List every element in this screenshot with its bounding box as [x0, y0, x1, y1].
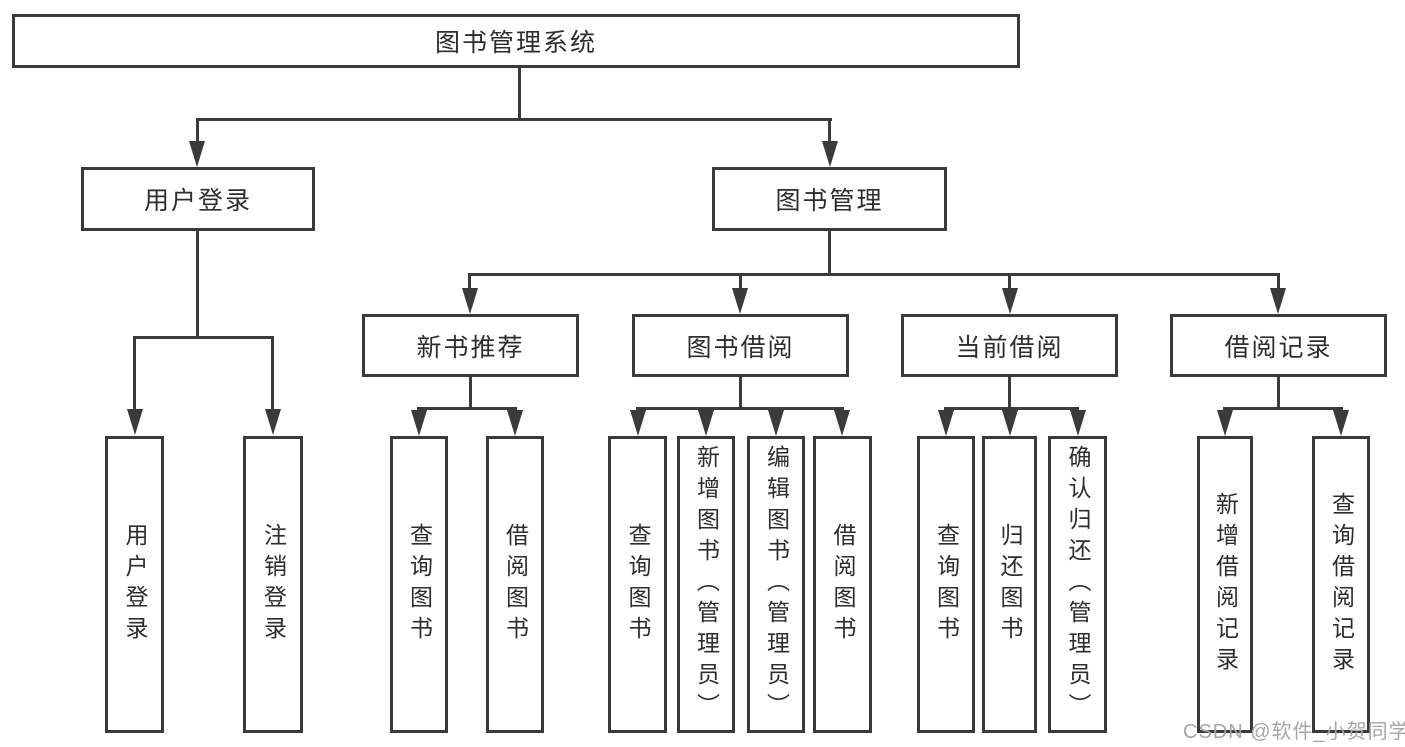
connector-line — [133, 339, 136, 409]
node-label: 图书管理系统 — [434, 29, 597, 57]
arrow-down-icon — [1002, 288, 1018, 314]
node-label: 新书推荐 — [416, 333, 525, 362]
node-label: 编辑图书（管理员） — [763, 445, 790, 724]
arrow-down-icon — [822, 141, 838, 167]
connector-line — [518, 68, 521, 118]
connector-line — [196, 121, 199, 141]
arrow-down-icon — [834, 410, 850, 436]
node-borrow-records: 借阅记录 — [1170, 314, 1387, 377]
leaf-confirm-return-admin: 确认归还（管理员） — [1048, 436, 1107, 733]
node-label: 借阅记录 — [1224, 333, 1333, 362]
node-label: 归还图书 — [997, 522, 1023, 647]
connector-line — [739, 377, 742, 407]
node-label: 注销登录 — [260, 522, 287, 647]
connector-line — [1008, 276, 1011, 288]
arrow-down-icon — [768, 410, 784, 436]
arrow-down-icon — [698, 410, 714, 436]
connector-line — [196, 231, 199, 336]
leaf-query-books-borrow: 查询图书 — [608, 436, 667, 733]
arrow-down-icon — [732, 288, 748, 314]
connector-line — [828, 231, 831, 273]
connector-line — [944, 407, 1079, 410]
connector-line — [468, 273, 1280, 276]
connector-line — [417, 407, 517, 410]
leaf-add-borrow-record: 新增借阅记录 — [1197, 436, 1253, 733]
node-book-borrow: 图书借阅 — [632, 314, 849, 377]
node-new-book-recommend: 新书推荐 — [362, 314, 579, 377]
arrow-down-icon — [189, 141, 205, 167]
node-label: 确认归还（管理员） — [1065, 445, 1091, 724]
node-label: 查询借阅记录 — [1328, 491, 1355, 678]
connector-line — [196, 118, 832, 121]
arrow-down-icon — [507, 410, 523, 436]
leaf-query-books-recommend: 查询图书 — [390, 436, 448, 733]
arrow-down-icon — [630, 410, 646, 436]
node-label: 借阅图书 — [502, 522, 529, 647]
leaf-return-book: 归还图书 — [982, 436, 1037, 733]
connector-line — [828, 121, 831, 141]
leaf-borrow-books-recommend: 借阅图书 — [486, 436, 544, 733]
leaf-add-book-admin: 新增图书（管理员） — [677, 436, 735, 733]
node-label: 当前借阅 — [955, 333, 1064, 362]
node-user-login-group: 用户登录 — [81, 167, 315, 231]
node-label: 新增图书（管理员） — [693, 445, 720, 724]
connector-line — [1223, 407, 1343, 410]
arrow-down-icon — [411, 410, 427, 436]
connector-line — [739, 276, 742, 288]
node-library-system: 图书管理系统 — [12, 14, 1020, 68]
arrow-down-icon — [1002, 410, 1018, 436]
watermark: CSDN @软件_小贺同学 — [1183, 721, 1405, 743]
arrow-down-icon — [1270, 288, 1286, 314]
connector-line — [469, 377, 472, 407]
connector-line — [468, 276, 471, 288]
connector-line — [1277, 377, 1280, 407]
connector-line — [1008, 377, 1011, 407]
leaf-user-login: 用户登录 — [105, 436, 164, 733]
node-label: 查询图书 — [933, 522, 960, 647]
node-label: 图书管理 — [775, 187, 884, 215]
node-label: 查询图书 — [625, 522, 651, 647]
node-label: 图书借阅 — [686, 333, 795, 362]
node-label: 查询图书 — [406, 522, 433, 647]
arrow-down-icon — [1333, 410, 1349, 436]
node-label: 用户登录 — [122, 522, 148, 647]
arrow-down-icon — [1217, 410, 1233, 436]
arrow-down-icon — [1070, 410, 1086, 436]
leaf-query-books-current: 查询图书 — [917, 436, 975, 733]
arrow-down-icon — [127, 409, 143, 435]
node-current-borrow: 当前借阅 — [901, 314, 1118, 377]
connector-line — [1277, 276, 1280, 288]
leaf-logout: 注销登录 — [243, 436, 303, 733]
leaf-borrow-books: 借阅图书 — [813, 436, 872, 733]
connector-line — [271, 339, 274, 409]
node-label: 借阅图书 — [830, 522, 856, 647]
connector-line — [133, 336, 274, 339]
connector-line — [636, 407, 844, 410]
node-book-management: 图书管理 — [712, 167, 947, 231]
arrow-down-icon — [462, 288, 478, 314]
node-label: 用户登录 — [143, 187, 252, 215]
node-label: 新增借阅记录 — [1212, 491, 1239, 678]
leaf-query-borrow-record: 查询借阅记录 — [1312, 436, 1370, 733]
leaf-edit-book-admin: 编辑图书（管理员） — [747, 436, 805, 733]
arrow-down-icon — [938, 410, 954, 436]
arrow-down-icon — [265, 409, 281, 435]
